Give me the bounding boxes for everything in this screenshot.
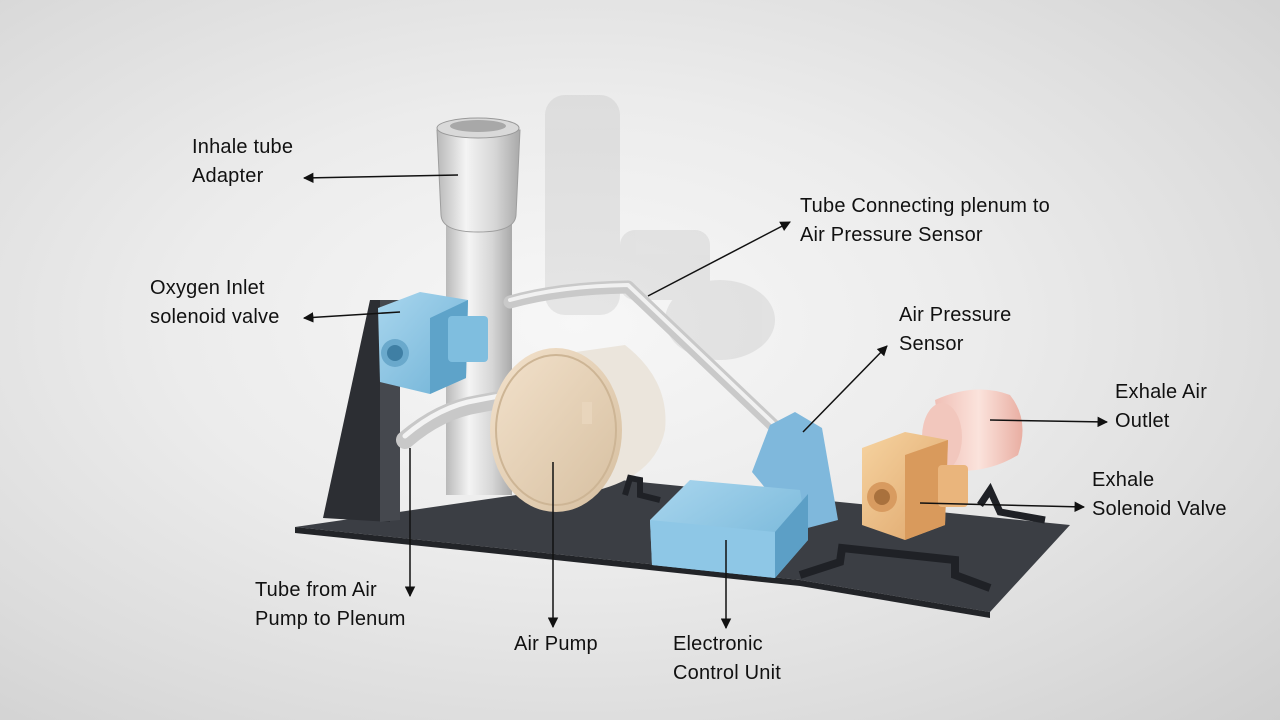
label-line: Electronic — [673, 633, 763, 655]
air-pump — [490, 345, 666, 512]
arrow-tube-plenum-sensor — [647, 221, 791, 297]
label-line: Solenoid Valve — [1092, 498, 1227, 520]
label-electronic-control-unit: Electronic Control Unit — [673, 630, 781, 688]
label-line: Air Pressure Sensor — [800, 224, 983, 246]
base-plate-edge — [295, 527, 990, 618]
label-line: Adapter — [192, 165, 264, 187]
label-line: Outlet — [1115, 410, 1170, 432]
label-line: Tube from Air — [255, 579, 377, 601]
label-line: Pump to Plenum — [255, 608, 406, 630]
arrow-oxygen-valve — [302, 311, 401, 323]
oxygen-inlet-solenoid-valve — [378, 292, 488, 394]
label-tube-pump-plenum: Tube from Air Pump to Plenum — [255, 576, 406, 634]
label-line: Air Pump — [514, 633, 598, 655]
mount-bracket — [323, 300, 390, 522]
label-oxygen-inlet-valve: Oxygen Inlet solenoid valve — [150, 274, 280, 332]
arrow-inhale-adapter — [302, 172, 459, 184]
label-line: Control Unit — [673, 662, 781, 684]
label-inhale-tube-adapter: Inhale tube Adapter — [192, 133, 293, 191]
label-line: Exhale Air — [1115, 381, 1208, 403]
label-tube-plenum-sensor: Tube Connecting plenum to Air Pressure S… — [800, 192, 1050, 250]
label-line: Sensor — [899, 333, 964, 355]
label-line: solenoid valve — [150, 306, 280, 328]
inhale-tube-adapter — [436, 117, 521, 233]
label-line: Exhale — [1092, 469, 1155, 491]
label-air-pressure-sensor: Air Pressure Sensor — [899, 301, 1011, 359]
arrow-pressure-sensor — [802, 345, 888, 433]
label-line: Air Pressure — [899, 304, 1012, 326]
electronic-control-unit — [650, 480, 808, 578]
label-line: Oxygen Inlet — [150, 277, 265, 299]
label-line: Inhale tube — [192, 136, 294, 158]
arrow-exhale-outlet — [989, 416, 1109, 428]
air-pressure-sensor — [752, 412, 838, 530]
label-line: Tube Connecting plenum to — [800, 195, 1050, 217]
label-exhale-air-outlet: Exhale Air Outlet — [1115, 378, 1207, 436]
label-air-pump: Air Pump — [514, 630, 598, 659]
arrow-exhale-valve — [919, 501, 1086, 513]
exhale-solenoid-valve — [862, 432, 968, 540]
label-exhale-solenoid-valve: Exhale Solenoid Valve — [1092, 466, 1227, 524]
